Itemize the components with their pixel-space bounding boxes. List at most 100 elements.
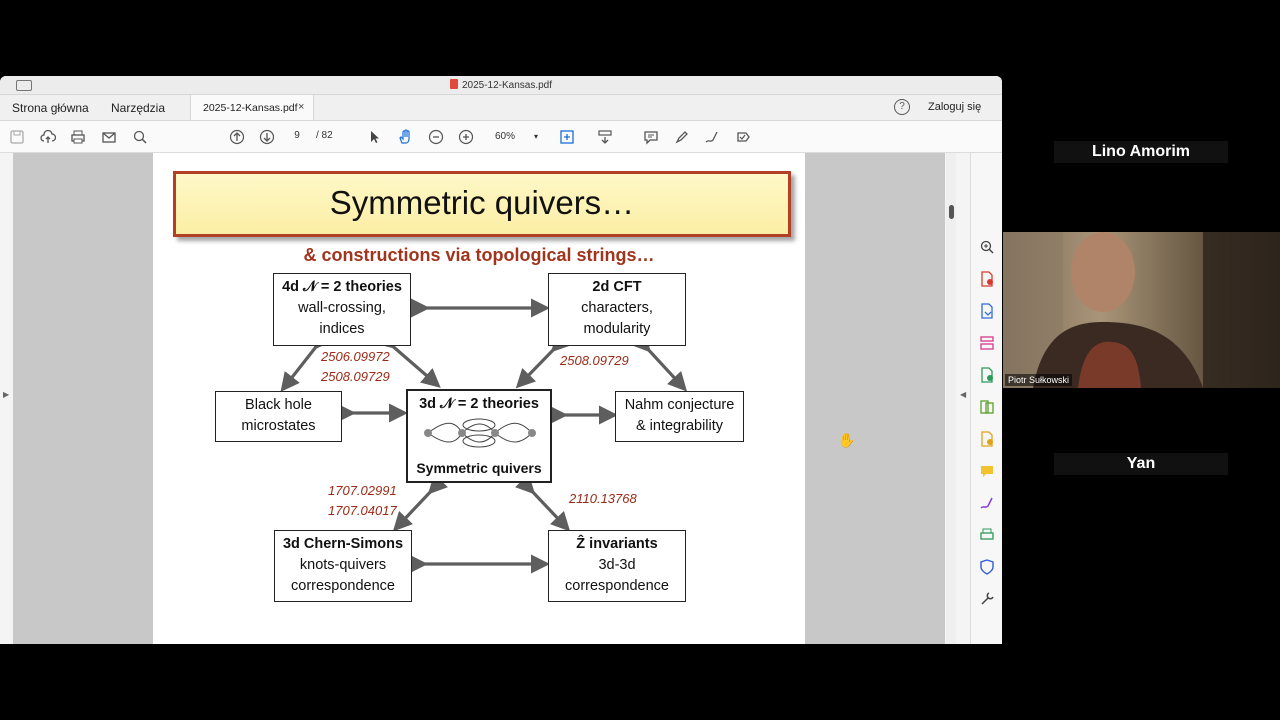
quiver-diagram-icon — [424, 418, 536, 448]
arrow-center-cs — [392, 473, 449, 532]
right-tools-panel — [970, 153, 1002, 644]
more-tools-icon[interactable] — [979, 591, 995, 607]
help-icon[interactable]: ? — [894, 99, 910, 115]
create-pdf-icon[interactable] — [979, 271, 995, 287]
comment-panel-icon[interactable] — [979, 463, 995, 479]
arrow-4d-bh — [280, 329, 333, 393]
tab-bar: Strona główna Narzędzia 2025-12-Kansas.p… — [0, 95, 1002, 121]
box-cs-line2: knots-quivers — [299, 557, 387, 573]
edit-pdf-icon[interactable] — [979, 367, 995, 383]
save-icon[interactable] — [9, 129, 25, 145]
main-toolbar: 9 / 82 60%▾ — [0, 121, 1002, 153]
combine-files-icon[interactable] — [979, 399, 995, 415]
page-count: / 82 — [316, 130, 333, 141]
box-nahm-line1: Nahm conjecture — [624, 397, 735, 413]
collapse-left-icon[interactable]: ▶ — [3, 390, 10, 399]
chevron-down-icon: ▾ — [534, 132, 539, 141]
slide-subtitle: & constructions via topological strings… — [303, 245, 655, 265]
request-signature-icon[interactable] — [979, 431, 995, 447]
highlight-pen-icon[interactable] — [674, 129, 690, 145]
page-number-input[interactable]: 9 — [294, 130, 300, 141]
box-cft-title: 2d CFT — [592, 279, 642, 295]
box-4d-line2: wall-crossing, — [298, 300, 386, 316]
ref-top-right: 2508.09729 — [560, 351, 629, 371]
print-production-icon[interactable] — [979, 527, 995, 543]
scrollbar-thumb[interactable] — [949, 205, 954, 219]
tab-document-label: 2025-12-Kansas.pdf — [203, 102, 298, 114]
select-cursor-icon[interactable] — [367, 129, 383, 145]
sidebar-toggle-icon[interactable] — [16, 80, 32, 91]
box-3d-symmetric-quivers: 3d 𝒩 = 2 theories Symmetric quivers — [406, 389, 552, 483]
previous-page-icon[interactable] — [229, 129, 245, 145]
box-black-hole: Black hole microstates — [215, 391, 342, 442]
ref-bottom-left: 1707.02991 1707.04017 — [328, 481, 397, 521]
tab-home[interactable]: Strona główna — [12, 101, 89, 115]
ref-top-left: 2506.09972 2508.09729 — [321, 347, 390, 387]
ref-2508-09729-a: 2508.09729 — [321, 369, 390, 384]
ref-bottom-right: 2110.13768 — [569, 489, 637, 509]
box-center-subtitle: Symmetric quivers — [416, 460, 542, 476]
box-zhat-line2: 3d-3d — [598, 557, 636, 573]
pdf-file-icon — [449, 79, 458, 89]
zoom-select[interactable]: 60%▾ — [488, 128, 548, 145]
zoom-out-icon[interactable] — [428, 129, 444, 145]
scroll-mode-icon[interactable] — [597, 129, 613, 145]
box-3d-chern-simons: 3d Chern-Simons knots-quivers correspond… — [274, 530, 412, 602]
box-zhat-title: Ẑ invariants — [576, 536, 658, 552]
pdf-page: Symmetric quivers… & constructions via t… — [153, 153, 805, 644]
window-title: 2025-12-Kansas.pdf — [0, 79, 1002, 91]
box-zhat-line3: correspondence — [565, 578, 669, 594]
participant-video: Piotr Sułkowski — [1003, 232, 1280, 388]
zoom-search-icon[interactable] — [979, 239, 995, 255]
tab-close-icon[interactable]: × — [298, 101, 305, 113]
arrow-center-zhat — [514, 473, 571, 532]
box-cft-line2: characters, — [581, 300, 653, 316]
participant-video-label: Piotr Sułkowski — [1005, 374, 1073, 386]
hand-tool-icon[interactable] — [397, 129, 413, 145]
email-icon[interactable] — [101, 129, 117, 145]
sign-in-link[interactable]: Zaloguj się — [928, 101, 982, 113]
hand-cursor-icon: ✋ — [838, 432, 856, 448]
box-2d-cft: 2d CFT characters, modularity — [548, 273, 686, 346]
box-center-title: 3d 𝒩 = 2 theories — [419, 396, 539, 412]
participant-name-top: Lino Amorim — [1054, 141, 1228, 163]
arrow-cft-center — [515, 331, 572, 389]
box-cs-line3: correspondence — [291, 578, 395, 594]
arrow-cft-nahm — [631, 331, 688, 392]
fill-sign-icon[interactable] — [979, 495, 995, 511]
organize-pages-icon[interactable] — [979, 335, 995, 351]
ref-2508-09729-b: 2508.09729 — [560, 353, 629, 368]
tab-document[interactable]: 2025-12-Kansas.pdf × — [190, 95, 314, 120]
box-nahm-conjecture: Nahm conjecture & integrability — [615, 391, 744, 442]
arrow-4d-center — [374, 329, 441, 388]
fit-page-icon[interactable] — [559, 129, 575, 145]
ref-2506-09972: 2506.09972 — [321, 349, 390, 364]
draw-icon[interactable] — [704, 129, 720, 145]
sign-icon[interactable] — [735, 129, 751, 145]
title-bar: 2025-12-Kansas.pdf — [0, 76, 1002, 95]
search-icon[interactable] — [132, 129, 148, 145]
box-4d-line3: indices — [319, 321, 365, 337]
box-4d-title: 4d 𝒩 = 2 theories — [282, 279, 402, 295]
protect-shield-icon[interactable] — [979, 559, 995, 575]
slide-title: Symmetric quivers… — [329, 184, 635, 221]
participant-name-bottom: Yan — [1054, 453, 1228, 475]
slide-title-banner: Symmetric quivers… — [173, 171, 791, 237]
vertical-scrollbar[interactable] — [946, 153, 956, 644]
ref-2110-13768: 2110.13768 — [569, 491, 637, 506]
box-cs-title: 3d Chern-Simons — [282, 536, 404, 552]
collapse-right-icon[interactable]: ◀ — [960, 390, 967, 399]
box-nahm-line2: & integrability — [635, 418, 724, 434]
ref-1707-04017: 1707.04017 — [328, 503, 397, 518]
box-bh-line2: microstates — [241, 418, 316, 434]
next-page-icon[interactable] — [259, 129, 275, 145]
zoom-in-icon[interactable] — [458, 129, 474, 145]
print-icon[interactable] — [70, 129, 86, 145]
upload-cloud-icon[interactable] — [40, 129, 56, 145]
export-pdf-icon[interactable] — [979, 303, 995, 319]
person-silhouette — [1003, 232, 1280, 388]
comment-icon[interactable] — [643, 129, 659, 145]
box-4d-n2-theories: 4d 𝒩 = 2 theories wall-crossing, indices — [273, 273, 411, 346]
tab-tools[interactable]: Narzędzia — [111, 101, 166, 115]
diagram-arrows — [280, 298, 688, 574]
